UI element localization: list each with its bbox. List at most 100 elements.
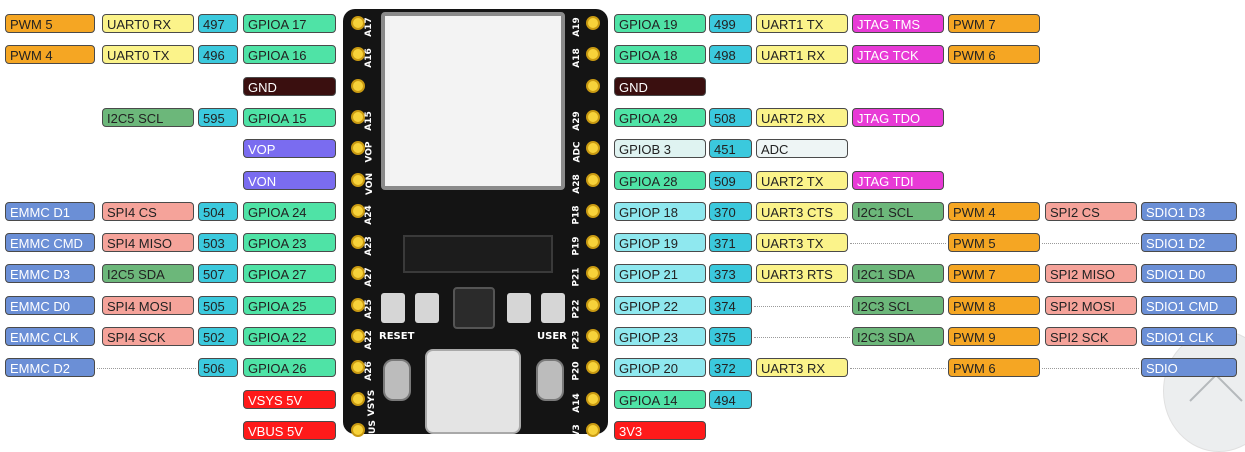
user-button — [536, 359, 564, 401]
left-pin-label: 496 — [198, 45, 238, 65]
connector-dotted-line — [850, 368, 946, 370]
left-pin-label: GPIOA 17 — [243, 14, 336, 33]
ribbon-connector — [403, 235, 553, 273]
right-pin-label: JTAG TDO — [852, 107, 944, 127]
left-pin-label: EMMC D0 — [5, 295, 95, 315]
header-pin — [351, 172, 365, 187]
right-pin-label: GPIOP 23 — [614, 327, 706, 346]
left-pin-label: 595 — [198, 107, 238, 127]
header-pin — [586, 266, 600, 281]
right-pin-label: GPIOB 3 — [614, 139, 706, 159]
header-pin — [351, 266, 365, 281]
right-pin-label: GPIOA 28 — [614, 170, 706, 190]
pin-silkscreen: P19 — [571, 236, 582, 256]
pin-silkscreen: A26 — [363, 361, 374, 382]
header-pin — [351, 47, 365, 62]
pin-silkscreen: P21 — [571, 267, 582, 287]
pin-silkscreen: P20 — [571, 361, 582, 381]
right-pin-label: SDIO1 D2 — [1141, 233, 1237, 253]
right-pin-label: GPIOP 18 — [614, 201, 706, 221]
smd-component — [381, 293, 405, 323]
right-pin-label: I2C1 SCL — [852, 201, 944, 221]
right-pin-label: GND — [614, 76, 706, 96]
left-pin-label: PWM 5 — [5, 14, 95, 33]
right-pin-label: GPIOA 29 — [614, 107, 706, 127]
header-pin — [586, 235, 600, 250]
pin-silkscreen: VOP — [364, 141, 375, 163]
pin-silkscreen: A18 — [571, 48, 582, 69]
user-label: USER — [537, 331, 567, 342]
right-pin-label: UART3 RX — [756, 358, 848, 378]
right-pin-label: SPI2 CS — [1045, 201, 1137, 221]
right-pin-label: 370 — [709, 201, 752, 221]
usb-c-connector — [425, 349, 521, 434]
left-pin-label: EMMC CLK — [5, 327, 95, 346]
left-pin-label: GPIOA 27 — [243, 264, 336, 284]
smd-component — [415, 293, 439, 323]
header-pin — [586, 109, 600, 124]
pin-silkscreen: VBUS — [367, 420, 378, 448]
left-pin-label: GPIOA 24 — [243, 201, 336, 221]
header-pin — [351, 16, 365, 30]
right-pin-label: 373 — [709, 264, 752, 284]
right-pin-label: PWM 7 — [948, 264, 1040, 284]
scroll-to-top-button[interactable] — [1163, 330, 1245, 452]
header-pin — [351, 297, 365, 312]
pin-silkscreen: 3V3 — [571, 424, 582, 444]
header-pin — [351, 422, 365, 437]
right-pin-label: I2C1 SDA — [852, 264, 944, 284]
left-pin-label: EMMC D3 — [5, 264, 95, 284]
right-pin-label: SDIO1 D0 — [1141, 264, 1237, 284]
header-pin — [586, 16, 600, 30]
left-pin-label: 505 — [198, 295, 238, 315]
left-pin-label: 506 — [198, 358, 238, 378]
right-pin-label: 494 — [709, 389, 752, 409]
left-pin-label: UART0 TX — [102, 45, 194, 65]
left-pin-label: UART0 RX — [102, 14, 194, 33]
right-pin-label: PWM 7 — [948, 14, 1040, 33]
pin-silkscreen: A28 — [571, 173, 582, 194]
header-pin — [586, 360, 600, 375]
right-pin-label: JTAG TMS — [852, 14, 944, 33]
header-pin — [351, 329, 365, 343]
header-pin — [351, 109, 365, 124]
pin-silkscreen: P18 — [571, 205, 582, 225]
connector-dotted-line — [754, 337, 850, 338]
pin-silkscreen: A14 — [571, 392, 582, 413]
right-pin-label: UART1 TX — [756, 14, 848, 33]
left-pin-label: GPIOA 16 — [243, 45, 336, 65]
header-pin — [586, 203, 600, 218]
right-pin-label: 509 — [709, 170, 752, 190]
right-pin-label: GPIOA 19 — [614, 14, 706, 33]
right-pin-label: GPIOP 21 — [614, 264, 706, 284]
right-pin-label: UART3 TX — [756, 233, 848, 253]
left-pin-label: 503 — [198, 233, 238, 253]
right-pin-label: SPI2 MISO — [1045, 264, 1137, 284]
pin-silkscreen: A16 — [363, 48, 374, 69]
right-pin-label: 374 — [709, 295, 752, 315]
left-pin-label: VSYS 5V — [243, 389, 336, 409]
right-pin-label: 3V3 — [614, 420, 706, 440]
left-pin-label: SPI4 MOSI — [102, 295, 194, 315]
right-pin-label: GPIOA 18 — [614, 45, 706, 65]
pin-silkscreen: A23 — [363, 236, 374, 256]
header-pin — [586, 78, 600, 93]
smd-component — [507, 293, 531, 323]
right-pin-label: PWM 8 — [948, 295, 1040, 315]
connector-dotted-line — [1042, 368, 1139, 370]
header-pin — [586, 422, 600, 437]
right-pin-label: ADC — [756, 139, 848, 159]
left-pin-label: 504 — [198, 201, 238, 221]
right-pin-label: JTAG TCK — [852, 45, 944, 65]
right-pin-label: SDIO — [1141, 358, 1237, 378]
right-pin-label: SDIO1 CLK — [1141, 327, 1237, 346]
left-pin-label: GND — [243, 76, 336, 96]
left-pin-label: EMMC D2 — [5, 358, 95, 378]
right-pin-label: GPIOA 14 — [614, 389, 706, 409]
connector-dotted-line — [850, 243, 946, 245]
reset-button — [383, 359, 411, 401]
left-pin-label: GPIOA 15 — [243, 107, 336, 127]
header-pin — [351, 391, 365, 406]
right-pin-label: PWM 9 — [948, 327, 1040, 346]
